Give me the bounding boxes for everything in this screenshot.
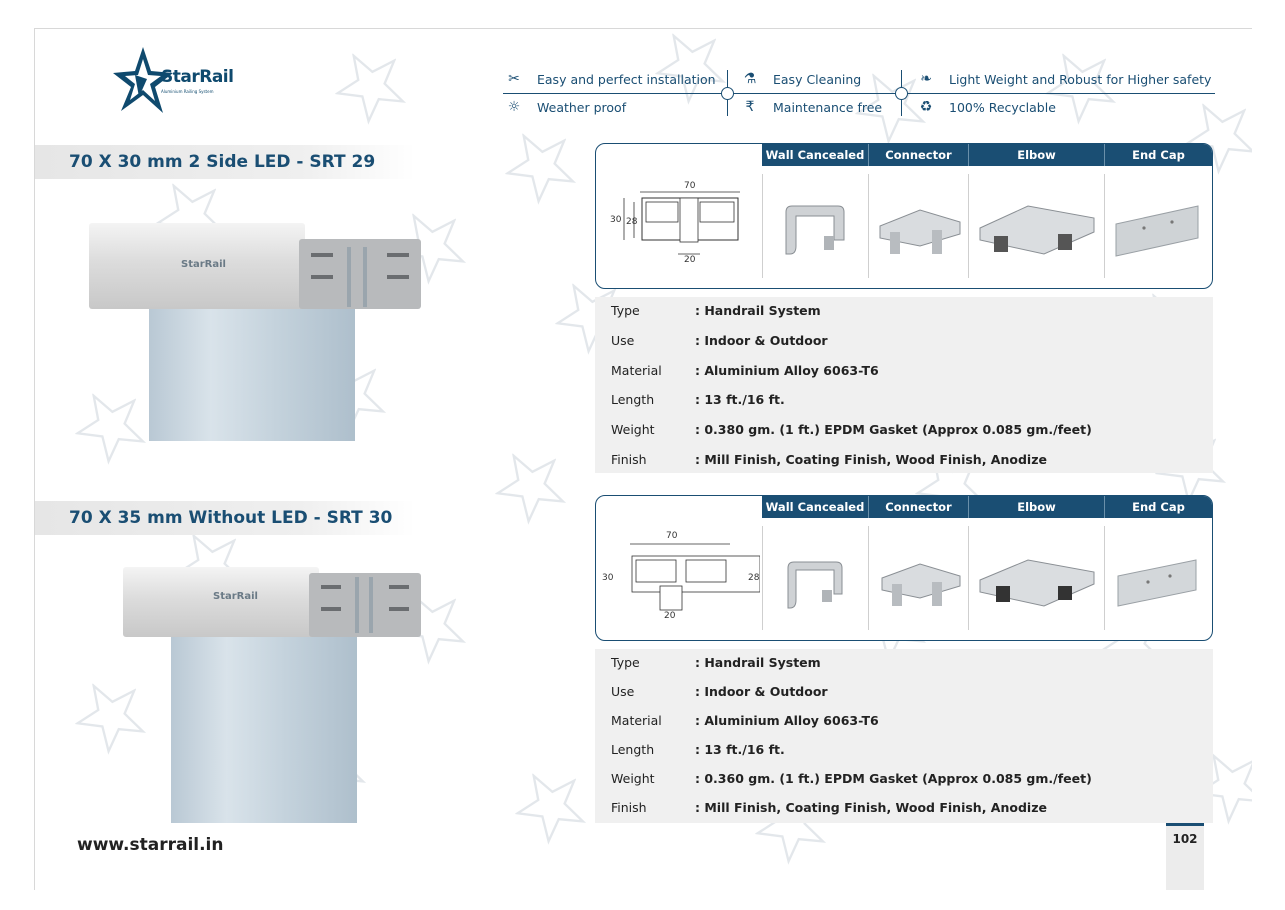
product-1-accessory-panel: Wall Cancealed Connector Elbow End Cap 7… <box>595 143 1213 289</box>
accessory-header: Wall Cancealed Connector Elbow End Cap <box>762 144 1212 166</box>
end-cap-image <box>1117 559 1197 607</box>
product-2-accessory-panel: Wall Cancealed Connector Elbow End Cap 7… <box>595 495 1213 641</box>
watermark-star-icon <box>322 36 418 132</box>
spec-row-weight: Weight: 0.380 gm. (1 ft.) EPDM Gasket (A… <box>611 422 1092 437</box>
accessory-wall-cancealed: Wall Cancealed <box>765 500 865 514</box>
accessory-connector: Connector <box>868 144 968 166</box>
accessory-header: Wall Cancealed Connector Elbow End Cap <box>762 496 1212 518</box>
elbow-image <box>979 205 1095 255</box>
connector-image <box>879 209 961 254</box>
rail-logo: StarRail <box>213 591 258 602</box>
watermark-star-icon <box>502 756 598 852</box>
dim-width: 70 <box>684 181 696 191</box>
weather-icon: ☼ <box>507 99 521 115</box>
feature-lightweight: ❧ Light Weight and Robust for Higher saf… <box>915 70 1211 88</box>
spec-row-weight: Weight: 0.360 gm. (1 ft.) EPDM Gasket (A… <box>611 771 1092 786</box>
accessory-elbow: Elbow <box>968 496 1104 518</box>
feature-installation: ✂ Easy and perfect installation <box>503 70 715 88</box>
feature-weatherproof: ☼ Weather proof <box>503 98 626 116</box>
spec-row-finish: Finish: Mill Finish, Coating Finish, Woo… <box>611 800 1047 815</box>
star-logo-icon <box>113 47 173 113</box>
product-1-image: StarRail <box>85 223 425 441</box>
accessory-wall-cancealed: Wall Cancealed <box>765 148 865 162</box>
product-1-spec-table: Type: Handrail System Use: Indoor & Outd… <box>595 297 1213 473</box>
product-2-title: 70 X 35 mm Without LED - SRT 30 <box>35 501 415 535</box>
accessory-end-cap: End Cap <box>1104 496 1212 518</box>
feature-recyclable: ♻ 100% Recyclable <box>915 98 1056 116</box>
spray-bottle-icon: ⚗ <box>743 71 757 87</box>
feature-divider-line <box>503 93 1215 94</box>
product-2-spec-table: Type: Handrail System Use: Indoor & Outd… <box>595 649 1213 823</box>
dim-height: 30 <box>610 215 622 225</box>
feature-maintenance: ₹ Maintenance free <box>739 98 883 116</box>
watermark-star-icon <box>492 116 588 212</box>
rail-logo: StarRail <box>181 259 226 270</box>
spec-row-material: Material: Aluminium Alloy 6063-T6 <box>611 713 879 728</box>
dim-width: 70 <box>666 531 678 541</box>
rupee-icon: ₹ <box>745 99 755 115</box>
accessory-connector: Connector <box>868 496 968 518</box>
spec-row-material: Material: Aluminium Alloy 6063-T6 <box>611 363 879 378</box>
spec-row-type: Type: Handrail System <box>611 303 821 318</box>
wall-cancealed-image <box>787 561 843 609</box>
brand-name: StarRail <box>161 67 234 87</box>
feather-icon: ❧ <box>920 71 932 87</box>
spec-row-use: Use: Indoor & Outdoor <box>611 333 828 348</box>
feature-strip: ✂ Easy and perfect installation ⚗ Easy C… <box>503 67 1215 123</box>
accessory-end-cap: End Cap <box>1104 144 1212 166</box>
spec-row-length: Length: 13 ft./16 ft. <box>611 392 785 407</box>
spec-row-length: Length: 13 ft./16 ft. <box>611 742 785 757</box>
product-2-image: StarRail <box>121 567 421 823</box>
spec-row-finish: Finish: Mill Finish, Coating Finish, Woo… <box>611 452 1047 467</box>
product-1-title: 70 X 30 mm 2 Side LED - SRT 29 <box>35 145 415 179</box>
profile-drawing: 70 30 28 20 <box>602 531 760 618</box>
profile-drawing: 70 30 28 20 <box>610 181 740 264</box>
wall-cancealed-image <box>785 205 845 255</box>
page-number: 102 <box>1166 823 1204 890</box>
website-url[interactable]: www.starrail.in <box>77 835 224 855</box>
tools-icon: ✂ <box>508 71 520 87</box>
end-cap-image <box>1115 205 1199 257</box>
spec-row-type: Type: Handrail System <box>611 655 821 670</box>
accessory-elbow: Elbow <box>968 144 1104 166</box>
brand-logo: StarRail Aluminium Railing System <box>113 45 234 121</box>
dim-inner: 28 <box>748 573 760 583</box>
dim-slot: 20 <box>664 611 676 618</box>
feature-cleaning: ⚗ Easy Cleaning <box>739 70 862 88</box>
watermark-star-icon <box>482 436 578 532</box>
connector-image <box>881 563 961 606</box>
dim-height: 30 <box>602 573 614 583</box>
spec-row-use: Use: Indoor & Outdoor <box>611 684 828 699</box>
catalog-page: StarRail Aluminium Railing System ✂ Easy… <box>34 28 1252 890</box>
elbow-image <box>979 559 1095 607</box>
dim-inner: 28 <box>626 217 638 227</box>
dim-slot: 20 <box>684 255 696 264</box>
recycle-icon: ♻ <box>919 99 933 115</box>
brand-tagline: Aluminium Railing System <box>161 89 214 94</box>
